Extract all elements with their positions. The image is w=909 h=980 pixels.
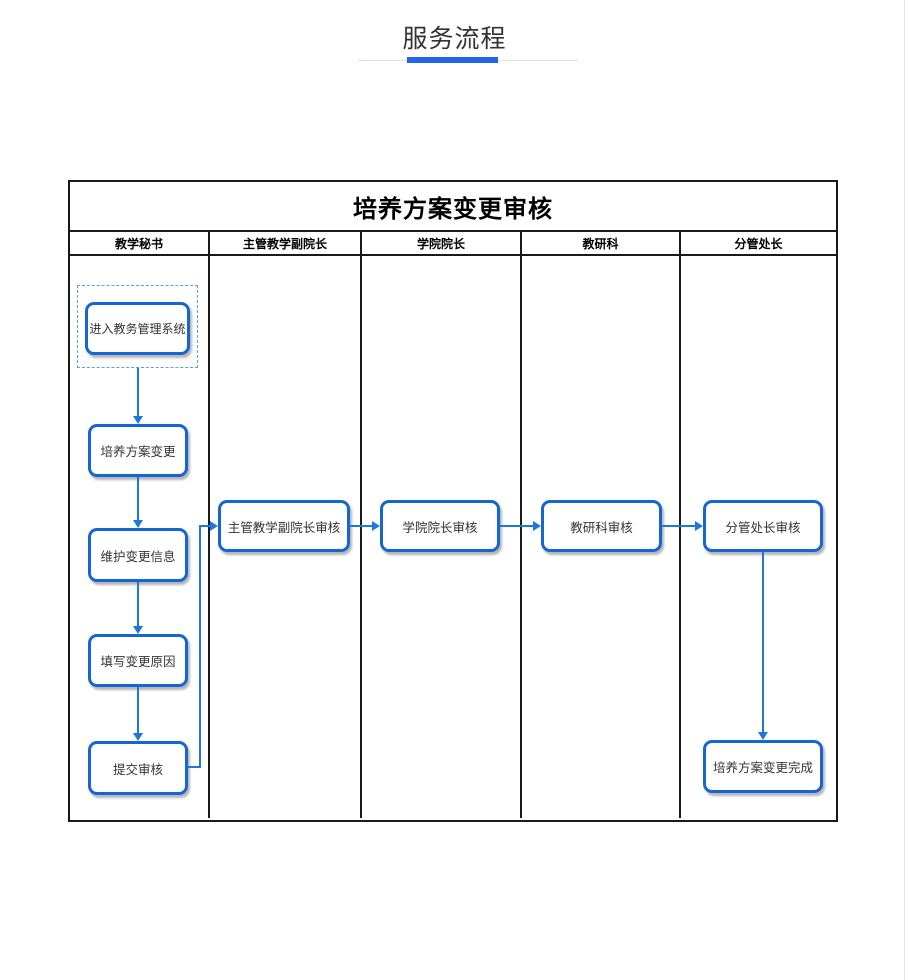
- arrow-submit-elbow-bottom: [188, 766, 201, 768]
- flow-node-research-review: 教研科审核: [541, 500, 662, 552]
- flow-node-plan-change: 培养方案变更: [88, 424, 188, 477]
- flow-node-vice-dean-review: 主管教学副院长审核: [218, 500, 350, 552]
- arrowhead-down-icon: [133, 733, 143, 741]
- page-edge-line: [904, 0, 905, 980]
- arrow-enter-to-change: [137, 368, 139, 416]
- arrow-dean-to-research: [500, 525, 533, 527]
- swimlanes: 教学秘书 主管教学副院长 学院院长 教研科 分管处长 进入教务管理系统 培养方案…: [70, 232, 836, 818]
- arrowhead-down-icon: [133, 416, 143, 424]
- flow-node-change-complete: 培养方案变更完成: [703, 740, 823, 793]
- flow-node-maintain-info: 维护变更信息: [88, 528, 188, 582]
- arrow-research-to-director: [662, 525, 695, 527]
- lane-header-underline: [70, 254, 836, 256]
- lane-header-dean: 学院院长: [416, 236, 465, 251]
- arrow-director-to-complete: [762, 552, 764, 732]
- lane-header-director: 分管处长: [734, 236, 783, 251]
- flow-node-fill-reason: 填写变更原因: [88, 634, 188, 687]
- arrow-submit-elbow-top: [199, 525, 210, 527]
- lane-header-vice-dean: 主管教学副院长: [242, 236, 327, 251]
- arrowhead-right-icon: [695, 521, 703, 531]
- arrow-vicedean-to-dean: [350, 525, 372, 527]
- flow-node-director-review: 分管处长审核: [703, 500, 823, 552]
- section-title: 服务流程: [402, 25, 507, 53]
- flow-node-enter-system: 进入教务管理系统: [85, 302, 190, 355]
- arrow-maintain-to-reason: [137, 582, 139, 626]
- lane-header-research: 教研科: [582, 236, 619, 251]
- arrow-change-to-maintain: [137, 477, 139, 520]
- section-title-accent-bar: [407, 57, 498, 63]
- arrowhead-right-icon: [372, 521, 380, 531]
- flowchart-table: 培养方案变更审核 教学秘书 主管教学副院长 学院院长 教研科 分管处长 进入教务…: [68, 180, 838, 822]
- arrow-submit-elbow-vertical: [199, 525, 201, 768]
- flow-node-submit-review: 提交审核: [88, 741, 188, 795]
- arrow-reason-to-submit: [137, 687, 139, 733]
- flowchart-title: 培养方案变更审核: [70, 182, 836, 232]
- arrowhead-right-icon: [533, 521, 541, 531]
- arrowhead-down-icon: [133, 626, 143, 634]
- flow-node-dean-review: 学院院长审核: [380, 500, 500, 552]
- selection-outline: [77, 285, 198, 368]
- arrowhead-down-icon: [758, 732, 768, 740]
- arrowhead-right-icon: [210, 521, 218, 531]
- arrowhead-down-icon: [133, 520, 143, 528]
- lane-header-secretary: 教学秘书: [114, 236, 163, 251]
